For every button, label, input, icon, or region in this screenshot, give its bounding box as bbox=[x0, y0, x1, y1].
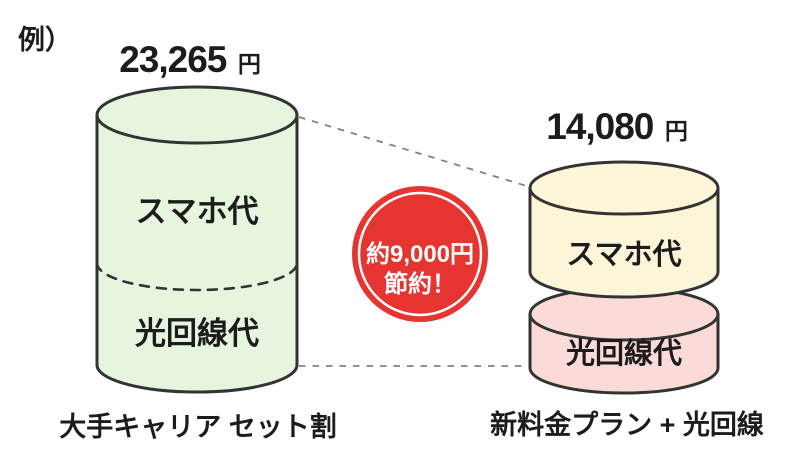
left-cylinder-divider-dashed-arc bbox=[95, 261, 299, 292]
left-segment-top-label: スマホ代 bbox=[135, 194, 258, 229]
right-caption: 新料金プラン + 光回線 bbox=[490, 409, 764, 440]
right-price-label: 14,080 円 bbox=[546, 106, 688, 147]
left-price-value: 23,265 bbox=[119, 39, 227, 80]
savings-badge-line2: 節約！ bbox=[384, 270, 456, 298]
left-price-label: 23,265 円 bbox=[119, 39, 261, 80]
savings-badge-circle bbox=[352, 186, 488, 322]
right-top-cylinder: スマホ代 bbox=[528, 160, 720, 299]
right-price-value: 14,080 bbox=[546, 106, 654, 147]
left-cylinder: スマホ代 光回線代 bbox=[95, 85, 299, 394]
left-cylinder-top bbox=[95, 85, 299, 145]
left-caption: 大手キャリア セット割 bbox=[59, 411, 337, 442]
right-bottom-cylinder: 光回線代 bbox=[528, 286, 720, 395]
savings-badge: 約9,000円 節約！ bbox=[352, 186, 488, 322]
right-top-cylinder-body bbox=[528, 186, 720, 299]
left-cylinder-body bbox=[95, 113, 299, 394]
left-segment-bottom-label: 光回線代 bbox=[135, 316, 259, 351]
left-price-unit: 円 bbox=[238, 51, 261, 77]
savings-badge-inner-ring bbox=[357, 191, 483, 317]
right-price-unit: 円 bbox=[665, 118, 688, 144]
top-connector-dashed-line bbox=[298, 116, 531, 188]
right-segment-top-label: スマホ代 bbox=[566, 238, 681, 271]
right-top-cylinder-top bbox=[528, 160, 720, 216]
savings-badge-line1: 約9,000円 bbox=[366, 240, 474, 268]
example-prefix-label: 例） bbox=[18, 25, 72, 55]
right-segment-bottom-label: 光回線代 bbox=[566, 336, 682, 370]
